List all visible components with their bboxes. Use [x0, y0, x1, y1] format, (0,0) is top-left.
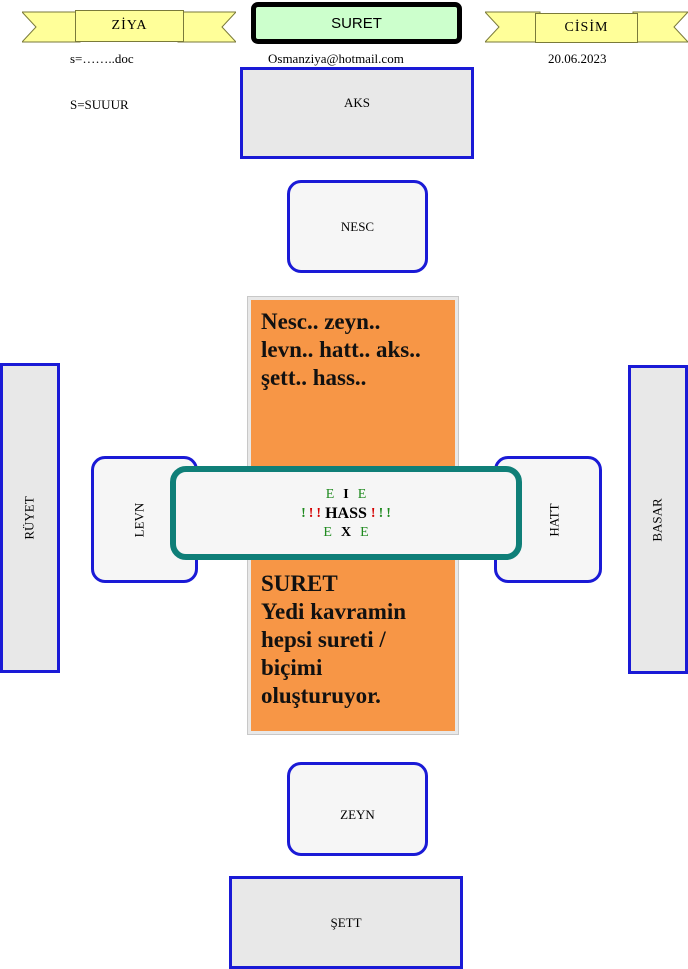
box-sett: ŞETT — [229, 876, 463, 969]
file-line: s=……..doc — [70, 51, 134, 66]
page-title: SURET — [251, 2, 462, 44]
box-label: NESC — [340, 218, 375, 234]
box-label: ŞETT — [330, 914, 362, 930]
letter: E — [357, 486, 367, 502]
panel-bottom-title: SURET — [261, 571, 338, 596]
letter: I — [343, 486, 349, 502]
box-label: RÜYET — [22, 496, 37, 540]
box-nesc: NESC — [287, 180, 428, 273]
box-basar: BASAR — [628, 365, 688, 674]
hass-box: E I E ! ! ! HASS ! ! ! E X E — [170, 466, 522, 560]
sub-line: S=SUUUR — [70, 97, 129, 112]
box-label: BASAR — [649, 497, 665, 542]
box-label: HATT — [546, 502, 562, 537]
hass-word: HASS — [325, 504, 367, 522]
panel-bottom-text: Yedi kavramin hepsi sureti / biçimi oluş… — [261, 599, 407, 708]
panel-top-text: Nesc.. zeyn.. levn.. hatt.. aks.. şett..… — [261, 309, 421, 390]
box-aks: AKS — [240, 67, 474, 159]
box-label: LEVN — [131, 502, 147, 537]
ribbon-label: ZİYA — [75, 10, 184, 42]
letter: E — [323, 524, 332, 540]
hass-row-bottom: E X E — [323, 523, 368, 542]
exclaim: ! — [308, 505, 314, 521]
ribbon-shape — [22, 11, 236, 43]
box-label: AKS — [343, 95, 370, 110]
exclaim: ! — [316, 505, 322, 521]
exclaim: ! — [301, 505, 306, 521]
email-text: Osmanziya@hotmail.com — [268, 51, 404, 66]
exclaim: ! — [386, 505, 391, 521]
letter: E — [325, 486, 335, 502]
letter: X — [340, 524, 352, 540]
box-ruyet: RÜYET — [0, 363, 60, 673]
hass-row-middle: ! ! ! HASS ! ! ! — [301, 504, 391, 523]
exclaim: ! — [378, 505, 384, 521]
ribbon-label: CİSİM — [535, 13, 638, 43]
box-zeyn: ZEYN — [287, 762, 428, 856]
hass-row-top: E I E — [326, 485, 367, 504]
ribbon-ziya: ZİYA — [22, 10, 236, 44]
ribbon-shape — [485, 11, 688, 43]
exclaim: ! — [370, 505, 376, 521]
letter: E — [360, 524, 369, 540]
date-text: 20.06.2023 — [548, 51, 607, 66]
ribbon-cisim: CİSİM — [485, 10, 688, 44]
box-label: ZEYN — [340, 807, 375, 822]
